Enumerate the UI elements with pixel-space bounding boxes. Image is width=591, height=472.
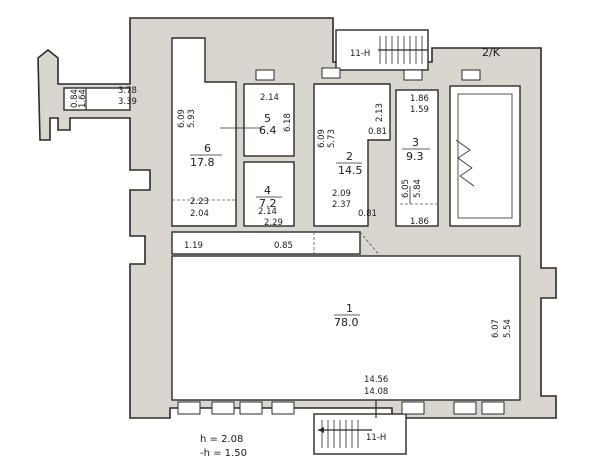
corridor <box>171 231 361 255</box>
dim: 2.04 <box>190 209 209 219</box>
dim: 1.86 <box>410 94 429 104</box>
dim: 5.84 <box>413 179 423 198</box>
dim: 6.05 <box>401 179 411 198</box>
dim: 2.23 <box>190 197 209 207</box>
height-note-minus: -h = 1.50 <box>200 448 247 459</box>
room-4 <box>243 161 295 227</box>
room-5 <box>243 83 295 157</box>
dim: 6.18 <box>283 113 293 132</box>
plan-title: 2/K <box>482 46 501 59</box>
room-5-area: 6.4 <box>259 124 277 137</box>
dim: 2.09 <box>332 189 351 199</box>
dim: 0.85 <box>274 241 293 251</box>
stair-top-label: 11-H <box>350 49 370 59</box>
dim: 5.54 <box>503 319 513 338</box>
room-6 <box>171 37 237 227</box>
room-1-area: 78.0 <box>334 316 359 329</box>
bottom-stair <box>313 413 407 455</box>
dim: 5.93 <box>187 109 197 128</box>
room-6-area: 17.8 <box>190 156 215 169</box>
room-3-number: 3 <box>412 136 419 149</box>
dim: 2.13 <box>375 103 385 122</box>
niche-room <box>63 87 131 111</box>
dim: 1.86 <box>410 217 429 227</box>
dim: 1.64 <box>78 89 88 108</box>
room-6-number: 6 <box>204 142 211 155</box>
dim: 14.08 <box>364 387 388 397</box>
dim: 0.81 <box>358 209 377 219</box>
dim: 0.81 <box>368 127 387 137</box>
room-2 <box>313 83 391 227</box>
room-1 <box>171 255 521 401</box>
room-1-number: 1 <box>346 302 353 315</box>
dim: 2.14 <box>258 207 277 217</box>
dim: 6.09 <box>317 129 327 148</box>
dim: 6.09 <box>177 109 187 128</box>
dim: 6.07 <box>491 319 501 338</box>
dim: 1.59 <box>410 105 429 115</box>
dim: 2.37 <box>332 200 351 210</box>
room-3 <box>395 89 439 227</box>
dim: 1.19 <box>184 241 203 251</box>
stair-bottom-label: 11-H <box>366 433 386 443</box>
height-note: h = 2.08 <box>200 434 243 445</box>
dim: 3.39 <box>118 97 137 107</box>
dim: 14.56 <box>364 375 388 385</box>
room-4-number: 4 <box>264 184 271 197</box>
room-4-area: 7.2 <box>259 197 277 210</box>
dim: 5.73 <box>327 129 337 148</box>
dim: 3.78 <box>118 86 137 96</box>
dim: 2.14 <box>260 93 279 103</box>
room-2-area: 14.5 <box>338 164 363 177</box>
room-5-number: 5 <box>264 112 271 125</box>
room-3-area: 9.3 <box>406 150 424 163</box>
dim: 2.29 <box>264 218 283 228</box>
room-2-number: 2 <box>346 150 353 163</box>
dim: 0.84 <box>70 89 80 108</box>
